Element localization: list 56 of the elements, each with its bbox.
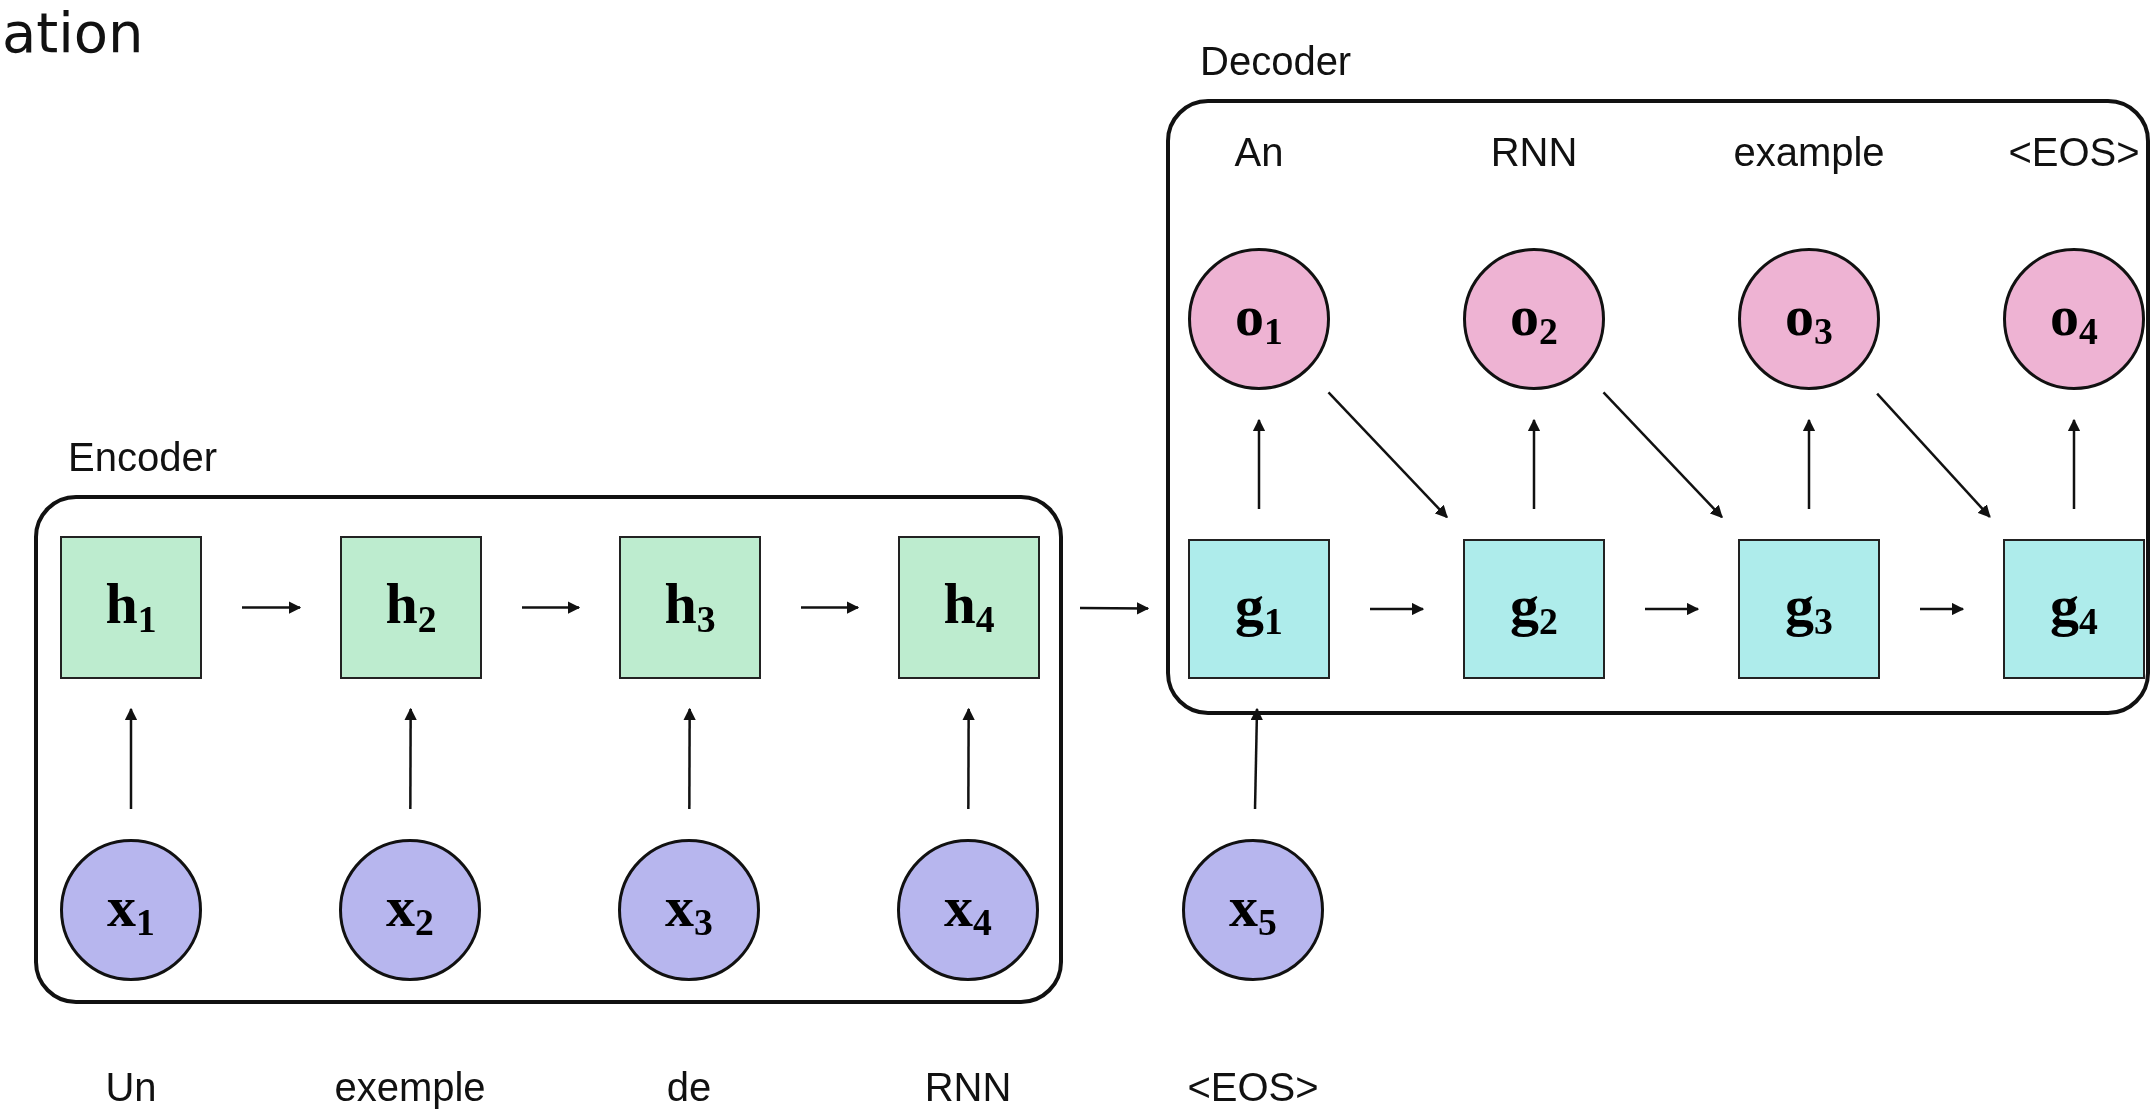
group-heading: Encoder (68, 435, 217, 479)
arrow (404, 707, 417, 809)
node-symbol: g$_{4}$ (2050, 576, 2098, 642)
arrow (1327, 391, 1448, 519)
decoder-state-box (1188, 539, 1330, 679)
arrow (683, 707, 696, 809)
encoder-state-box (898, 536, 1040, 679)
node-symbol: o$_{3}$ (1785, 286, 1833, 352)
word-label: de (666, 1065, 712, 1109)
arrow (1876, 392, 1991, 518)
node-symbol: o$_{4}$ (2050, 286, 2098, 352)
arrow (1802, 418, 1816, 509)
decoder-state-box (2003, 539, 2145, 679)
arrow (1527, 418, 1541, 509)
group-heading: Decoder (1200, 39, 1352, 83)
arrow (801, 601, 860, 614)
word-label: <EOS> (2008, 130, 2140, 174)
node-symbol: x$_{2}$ (386, 877, 434, 943)
encoder-state-box (60, 536, 202, 679)
arrow (2067, 418, 2081, 509)
node-symbol: x$_{1}$ (107, 877, 155, 943)
arrow (1645, 602, 1700, 616)
word-label: exemple (334, 1065, 486, 1109)
node-symbol: x$_{5}$ (1229, 877, 1277, 943)
word-label: An (1234, 130, 1284, 174)
title: ation (2, 2, 144, 64)
arrow (1370, 602, 1425, 616)
decoder-state-box (1738, 539, 1880, 679)
arrow (522, 601, 581, 614)
node-symbol: g$_{3}$ (1785, 576, 1833, 642)
word-label: example (1733, 130, 1885, 174)
arrow (124, 707, 138, 809)
node-symbol: o$_{1}$ (1235, 286, 1283, 352)
arrow (1920, 602, 1965, 616)
arrow (1602, 391, 1723, 519)
node-symbol: o$_{2}$ (1510, 286, 1558, 352)
node-symbol: x$_{3}$ (665, 877, 713, 943)
arrow (1252, 418, 1266, 509)
arrow (962, 707, 975, 809)
node-symbol: x$_{4}$ (944, 877, 992, 943)
arrow (1250, 707, 1264, 810)
word-label: <EOS> (1187, 1065, 1319, 1109)
word-label: Un (105, 1065, 157, 1109)
node-symbol: g$_{2}$ (1510, 576, 1558, 642)
decoder-state-box (1463, 539, 1605, 679)
node-symbol: h$_{3}$ (664, 575, 716, 640)
encoder-state-box (619, 536, 761, 679)
node-symbol: h$_{4}$ (943, 575, 995, 640)
node-symbol: g$_{1}$ (1235, 576, 1283, 642)
word-label: RNN (1490, 130, 1578, 174)
node-symbol: h$_{2}$ (385, 575, 437, 640)
word-label: RNN (924, 1065, 1012, 1109)
encoder-state-box (340, 536, 482, 679)
arrow (242, 601, 302, 614)
node-symbol: h$_{1}$ (105, 575, 157, 640)
arrow (1080, 602, 1150, 615)
